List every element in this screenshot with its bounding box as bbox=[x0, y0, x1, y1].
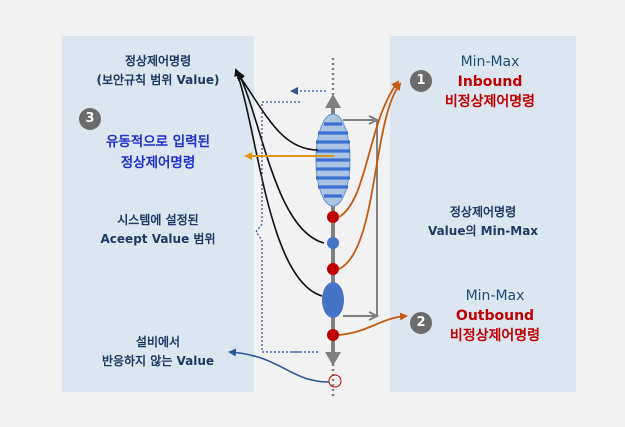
abnormal-point-2 bbox=[327, 263, 339, 275]
normal-command-line1: 정상제어명령 bbox=[124, 54, 192, 68]
abnormal-point-3 bbox=[327, 329, 339, 341]
normal-point-large bbox=[322, 282, 344, 318]
outbound-label: Min-Max Outbound 비정상제어명령 bbox=[425, 286, 565, 346]
inbound-title: Min-Max bbox=[460, 54, 520, 70]
no-response-line1: 설비에서 bbox=[135, 335, 181, 349]
outbound-sub: 비정상제어명령 bbox=[449, 328, 541, 344]
bracket-arrow-top bbox=[368, 115, 380, 125]
fluid-command-line2: 정상제어명령 bbox=[120, 155, 196, 171]
normal-command-line2: (보안규칙 범위 Value) bbox=[96, 73, 220, 87]
no-response-label: 설비에서 반응하지 않는 Value bbox=[62, 333, 254, 371]
normal-value-label: 정상제어명령 Value의 Min-Max bbox=[390, 203, 576, 241]
no-response-point bbox=[328, 374, 342, 388]
inbound-label: Min-Max Inbound 비정상제어명령 bbox=[420, 52, 560, 112]
axis-arrow-down bbox=[325, 352, 341, 366]
accept-range-line2: Aceept Value 범위 bbox=[100, 232, 216, 246]
inbound-name: Inbound bbox=[457, 74, 523, 90]
accept-range-line1: 시스템에 설정된 bbox=[117, 213, 199, 227]
accept-range-label: 시스템에 설정된 Aceept Value 범위 bbox=[62, 211, 254, 249]
stripe-group bbox=[316, 122, 350, 198]
abnormal-point-1 bbox=[327, 211, 339, 223]
normal-value-line1: 정상제어명령 bbox=[449, 205, 517, 219]
outbound-name: Outbound bbox=[455, 308, 535, 324]
no-response-arrow bbox=[228, 348, 330, 383]
accept-range-bracket bbox=[255, 101, 300, 353]
left-panel bbox=[62, 36, 254, 392]
normal-point-small bbox=[327, 237, 339, 249]
outbound-arrow bbox=[338, 312, 408, 336]
fluid-command-label: 유동적으로 입력된 정상제어명령 bbox=[62, 132, 254, 174]
fluid-command-line1: 유동적으로 입력된 bbox=[105, 134, 211, 150]
normal-command-label: 정상제어명령 (보안규칙 범위 Value) bbox=[62, 52, 254, 90]
min-max-bracket bbox=[343, 119, 378, 317]
normal-command-arrows bbox=[234, 68, 325, 297]
badge-outbound: 2 bbox=[410, 312, 432, 334]
inbound-sub: 비정상제어명령 bbox=[444, 94, 536, 110]
no-response-line2: 반응하지 않는 Value bbox=[101, 354, 215, 368]
badge-fluid: 3 bbox=[79, 108, 101, 130]
normal-value-line2: Value의 Min-Max bbox=[427, 224, 539, 238]
outbound-title: Min-Max bbox=[465, 288, 525, 304]
bracket-arrow-bottom bbox=[368, 311, 380, 321]
inbound-arrows bbox=[338, 80, 402, 270]
badge-inbound: 1 bbox=[410, 70, 432, 92]
axis-arrow-up bbox=[325, 94, 341, 108]
